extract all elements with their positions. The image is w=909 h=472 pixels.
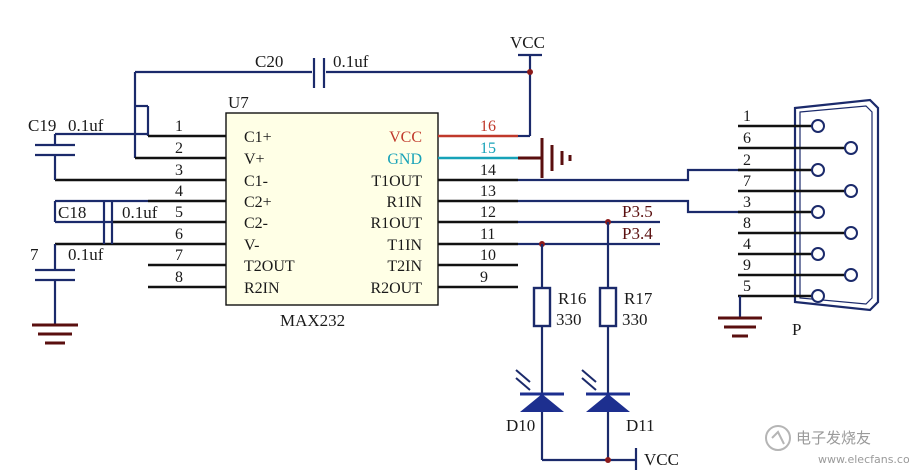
r16-resistor bbox=[532, 244, 552, 394]
chip-ref: U7 bbox=[228, 93, 249, 112]
pin-num-6: 6 bbox=[175, 226, 183, 243]
pin-label-t2out: T2OUT bbox=[244, 258, 295, 275]
db9-pin-9: 9 bbox=[743, 257, 751, 274]
chip-name: MAX232 bbox=[280, 311, 345, 330]
c19-ref: C19 bbox=[28, 116, 56, 135]
pin-num-4: 4 bbox=[175, 183, 183, 200]
watermark-text: 电子发烧友 bbox=[796, 429, 871, 447]
vcc-bottom-label: VCC bbox=[644, 450, 679, 469]
pin-label-vcc: VCC bbox=[389, 129, 422, 146]
watermark-url: www.elecfans.com bbox=[818, 453, 909, 466]
c18-value: 0.1uf bbox=[122, 203, 158, 222]
pin-num-14: 14 bbox=[480, 162, 496, 179]
pin-label-t1out: T1OUT bbox=[371, 173, 422, 190]
db9-pin-7: 7 bbox=[743, 173, 751, 190]
r17-resistor bbox=[598, 222, 618, 394]
pin-num-1: 1 bbox=[175, 118, 183, 135]
ground-icon bbox=[32, 323, 78, 345]
pin-label-r2out: R2OUT bbox=[370, 280, 422, 297]
db9-pin-8: 8 bbox=[743, 215, 751, 232]
pin-label-c1minus: C1- bbox=[244, 173, 268, 190]
pin-num-8: 8 bbox=[175, 269, 183, 286]
pin-label-c2plus: C2+ bbox=[244, 194, 272, 211]
pin-num-13: 13 bbox=[480, 183, 496, 200]
pin-num-7: 7 bbox=[175, 247, 183, 264]
pin-num-10: 10 bbox=[480, 247, 496, 264]
vcc-top-label: VCC bbox=[510, 33, 545, 52]
net-p34: P3.4 bbox=[622, 224, 653, 243]
pin-label-c2minus: C2- bbox=[244, 215, 268, 232]
c17-capacitor bbox=[35, 244, 75, 325]
pin-label-r2in: R2IN bbox=[244, 280, 280, 297]
vcc-bottom-wiring bbox=[542, 448, 638, 470]
r17-value: 330 bbox=[622, 310, 648, 329]
r17-ref: R17 bbox=[624, 289, 653, 308]
pin-num-5: 5 bbox=[175, 204, 183, 221]
c20-capacitor bbox=[312, 58, 326, 88]
right-pin-lines bbox=[438, 178, 518, 289]
c18-ref: C18 bbox=[58, 203, 86, 222]
db9-pin-6: 6 bbox=[743, 130, 751, 147]
db9-pin-lines bbox=[738, 119, 858, 303]
r16-ref: R16 bbox=[558, 289, 586, 308]
pin-num-2: 2 bbox=[175, 140, 183, 157]
db9-pin-5: 5 bbox=[743, 278, 751, 295]
left-pin-lines bbox=[55, 134, 226, 289]
c17-ref: 7 bbox=[30, 245, 39, 264]
pin-label-c1plus: C1+ bbox=[244, 129, 272, 146]
pin-label-vminus: V- bbox=[244, 237, 259, 254]
d10-led-icon bbox=[515, 369, 564, 460]
pin-num-11: 11 bbox=[480, 226, 495, 243]
net-p35: P3.5 bbox=[622, 202, 653, 221]
db9-connector-icon bbox=[793, 98, 880, 312]
pin-label-vplus: V+ bbox=[244, 151, 265, 168]
db9-pin-2: 2 bbox=[743, 152, 751, 169]
max232-chip bbox=[225, 112, 439, 306]
pin-num-9: 9 bbox=[480, 269, 488, 286]
watermark-logo bbox=[765, 425, 791, 451]
pin-num-15: 15 bbox=[480, 140, 496, 157]
c18-capacitor bbox=[53, 199, 148, 244]
pin-num-16: 16 bbox=[480, 118, 496, 135]
c17-value: 0.1uf bbox=[68, 245, 104, 264]
c19-value: 0.1uf bbox=[68, 116, 104, 135]
d11-led-icon bbox=[581, 369, 630, 460]
d10-ref: D10 bbox=[506, 416, 535, 435]
db9-pin-1: 1 bbox=[743, 108, 751, 125]
connector-ref: P bbox=[792, 320, 801, 339]
pin-label-t1in: T1IN bbox=[387, 237, 422, 254]
ground-icon bbox=[718, 296, 762, 338]
pin-label-r1in: R1IN bbox=[386, 194, 422, 211]
pin-label-gnd: GND bbox=[387, 151, 422, 168]
pin-num-12: 12 bbox=[480, 204, 496, 221]
c20-wiring bbox=[133, 53, 542, 158]
pin-label-r1out: R1OUT bbox=[370, 215, 422, 232]
db9-pin-3: 3 bbox=[743, 194, 751, 211]
d11-ref: D11 bbox=[626, 416, 655, 435]
r16-value: 330 bbox=[556, 310, 582, 329]
c20-ref: C20 bbox=[255, 52, 283, 71]
pin-num-3: 3 bbox=[175, 162, 183, 179]
db9-pin-4: 4 bbox=[743, 236, 751, 253]
c19-capacitor bbox=[35, 132, 148, 180]
pin-label-t2in: T2IN bbox=[387, 258, 422, 275]
c20-value: 0.1uf bbox=[333, 52, 369, 71]
ground-icon bbox=[540, 138, 572, 178]
